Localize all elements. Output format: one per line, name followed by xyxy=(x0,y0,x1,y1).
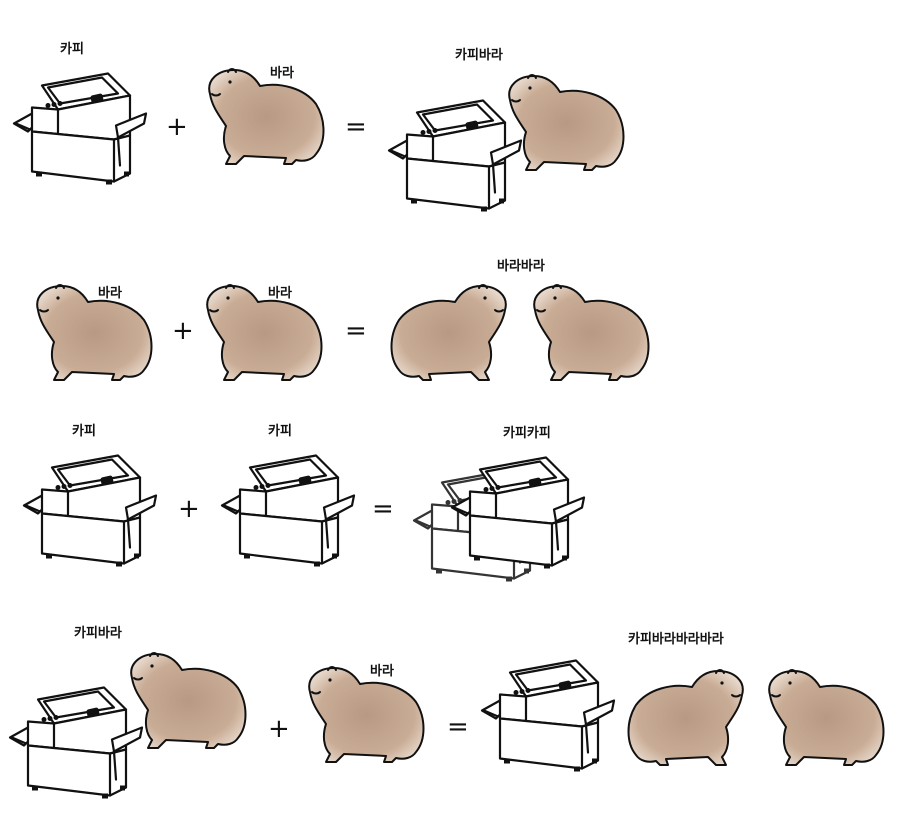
capybara-icon xyxy=(385,280,515,385)
equals-operator: = xyxy=(345,316,367,346)
term-label: 카피바라 xyxy=(74,626,122,641)
equals-operator: = xyxy=(372,494,394,524)
result-label: 카피카피 xyxy=(503,426,551,441)
photocopier-icon xyxy=(448,442,588,582)
capybara-icon xyxy=(760,665,890,770)
plus-operator: + xyxy=(172,316,194,346)
term-label: 카피 xyxy=(268,424,292,439)
capybara-icon xyxy=(28,280,158,385)
term-label: 카피 xyxy=(72,424,96,439)
term-label: 카피 xyxy=(60,42,84,57)
result-label: 바라바라 xyxy=(497,259,545,274)
term-label: 바라 xyxy=(98,286,122,301)
term-label: 바라 xyxy=(270,66,294,81)
photocopier-icon xyxy=(20,440,160,580)
result-label: 카피바라바라바라 xyxy=(628,632,724,647)
term-label: 바라 xyxy=(268,286,292,301)
capybara-icon xyxy=(525,280,655,385)
result-label: 카피바라 xyxy=(455,48,503,63)
capybara-icon xyxy=(122,648,252,753)
capybara-icon xyxy=(500,70,630,175)
capybara-icon xyxy=(200,64,330,169)
equals-operator: = xyxy=(447,712,469,742)
capybara-icon xyxy=(198,280,328,385)
photocopier-icon xyxy=(478,645,618,785)
plus-operator: + xyxy=(166,112,188,142)
plus-operator: + xyxy=(178,494,200,524)
plus-operator: + xyxy=(268,714,290,744)
capybara-icon xyxy=(622,665,752,770)
photocopier-icon xyxy=(10,58,150,198)
term-label: 바라 xyxy=(370,664,394,679)
photocopier-icon xyxy=(218,440,358,580)
equals-operator: = xyxy=(345,112,367,142)
capybara-icon xyxy=(300,662,430,767)
